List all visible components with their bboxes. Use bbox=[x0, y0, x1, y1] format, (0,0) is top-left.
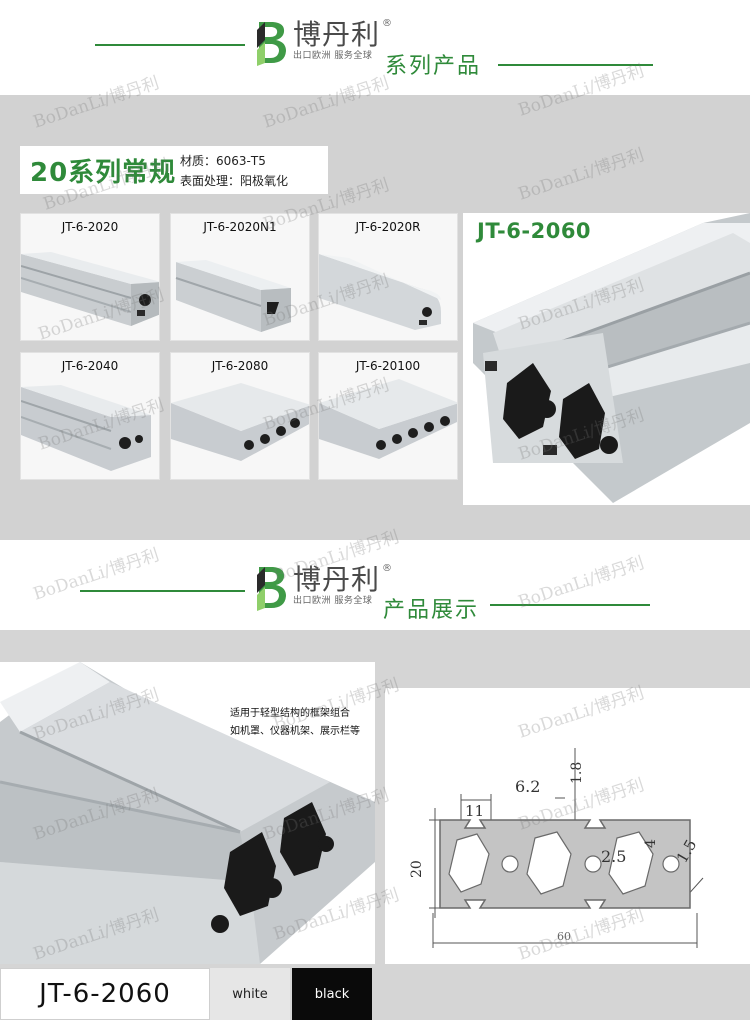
series-info-box: 20系列常规 材质：6063-T5 表面处理：阳极氧化 bbox=[20, 146, 328, 194]
dim-depth: 4 bbox=[643, 839, 659, 848]
header-rule-right bbox=[498, 64, 653, 66]
series-name: 20系列常规 bbox=[30, 158, 177, 188]
surface-spec: 表面处理：阳极氧化 bbox=[180, 174, 289, 188]
cross-section-svg: 6.2 1.8 11 20 2.5 4 1.5 60 bbox=[409, 748, 704, 948]
product-label: JT-6-2040 bbox=[61, 359, 119, 373]
color-option-white[interactable]: white bbox=[210, 968, 290, 1020]
showcase-rule-right bbox=[490, 604, 650, 606]
cross-section-drawing: 6.2 1.8 11 20 2.5 4 1.5 60 bbox=[385, 688, 750, 964]
profile-2020n1-image bbox=[175, 260, 291, 332]
product-card-2080[interactable]: JT-6-2080 bbox=[170, 352, 310, 480]
model-label: JT-6-2060 bbox=[0, 968, 210, 1020]
color-option-black[interactable]: black bbox=[292, 968, 372, 1020]
product-label: JT-6-2020 bbox=[61, 220, 119, 234]
dim-opening: 11 bbox=[465, 802, 484, 820]
profile-2080-image bbox=[171, 383, 309, 461]
brand-tagline: 出口欧洲 服务全球 bbox=[293, 596, 373, 606]
header-band bbox=[0, 0, 750, 95]
section-title-showcase: 产品展示 bbox=[383, 598, 480, 623]
brand-name: 博丹利 bbox=[293, 563, 381, 596]
profile-2020r-image bbox=[319, 254, 441, 330]
profile-2020-image bbox=[21, 252, 159, 326]
application-line-1: 适用于轻型结构的框架组合 bbox=[230, 708, 350, 719]
brand-logo-icon bbox=[257, 567, 286, 611]
header-rule-left bbox=[95, 44, 245, 46]
product-label: JT-6-20100 bbox=[355, 359, 421, 373]
product-label: JT-6-2020R bbox=[355, 220, 421, 234]
showcase-header-band bbox=[0, 540, 750, 630]
profile-20100-image bbox=[319, 379, 457, 459]
registered-mark: ® bbox=[382, 563, 393, 574]
brand-name: 博丹利 bbox=[293, 18, 381, 51]
brand-logo-2: 博丹利 出口欧洲 服务全球 ® bbox=[255, 563, 393, 611]
showcase-rule-left bbox=[80, 590, 245, 592]
dim-length: 60 bbox=[557, 930, 571, 943]
application-line-2: 如机罩、仪器机架、展示栏等 bbox=[230, 726, 360, 737]
material-spec: 材质：6063-T5 bbox=[180, 154, 266, 168]
showcase-photo: 适用于轻型结构的框架组合 如机罩、仪器机架、展示栏等 bbox=[0, 662, 375, 964]
product-label: JT-6-2020N1 bbox=[203, 220, 277, 234]
featured-product-card[interactable]: JT-6-2060 bbox=[463, 213, 750, 505]
product-card-2020n1[interactable]: JT-6-2020N1 bbox=[170, 213, 310, 341]
dim-height: 20 bbox=[409, 860, 425, 878]
section-title-products: 系列产品 bbox=[385, 54, 482, 79]
brand-logo-icon bbox=[257, 22, 286, 66]
profile-2060-image bbox=[473, 213, 750, 503]
dim-lip: 1.8 bbox=[569, 762, 585, 784]
product-card-2020[interactable]: JT-6-2020 bbox=[20, 213, 160, 341]
product-card-20100[interactable]: JT-6-20100 bbox=[318, 352, 458, 480]
registered-mark: ® bbox=[382, 18, 393, 29]
brand-logo: 博丹利 出口欧洲 服务全球 ® bbox=[255, 18, 393, 66]
featured-label: JT-6-2060 bbox=[477, 219, 592, 243]
profile-2060-closeup-image bbox=[0, 662, 375, 964]
product-card-2040[interactable]: JT-6-2040 bbox=[20, 352, 160, 480]
dim-bore: 2.5 bbox=[601, 847, 626, 866]
product-card-2020r[interactable]: JT-6-2020R bbox=[318, 213, 458, 341]
brand-tagline: 出口欧洲 服务全球 bbox=[293, 51, 373, 61]
profile-2040-image bbox=[21, 385, 151, 471]
dim-slot-width: 6.2 bbox=[515, 777, 540, 796]
product-label: JT-6-2080 bbox=[211, 359, 269, 373]
